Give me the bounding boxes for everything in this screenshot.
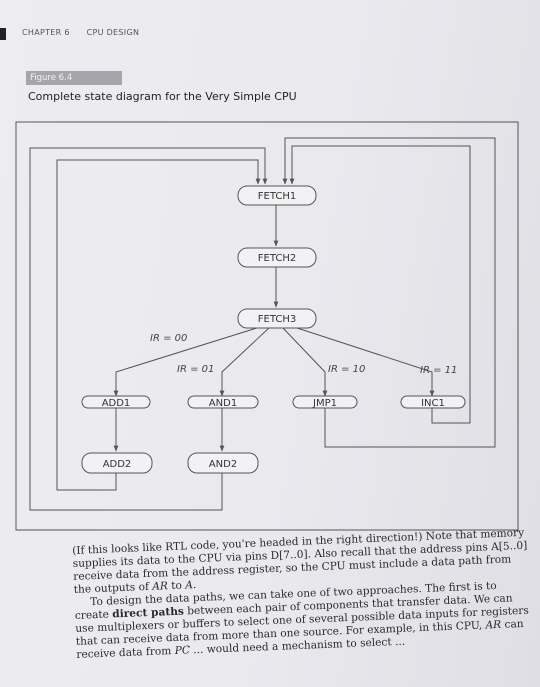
cond-ir00: IR = 00: [150, 333, 187, 344]
label-fetch1: FETCH1: [258, 191, 296, 202]
label-inc1: INC1: [421, 398, 445, 409]
edge-fetch3-and1: [219, 326, 271, 397]
edge-fetch3-add1: [113, 326, 261, 397]
p2-pc: PC: [174, 644, 191, 657]
label-add1: ADD1: [102, 398, 131, 409]
state-fetch1: [237, 185, 317, 206]
edge-fetch3-inc1: [293, 326, 435, 397]
cond-ir11: IR = 11: [420, 365, 457, 376]
label-add2: ADD2: [103, 459, 132, 470]
loop-add2-fetch1: [56, 159, 261, 491]
state-fetch3: [237, 308, 317, 329]
figure-caption: Complete state diagram for the Very Simp…: [28, 90, 297, 103]
label-jmp1: JMP1: [312, 398, 337, 409]
state-and1: [187, 395, 259, 409]
state-and2: [187, 452, 259, 474]
loop-and2-fetch1: [29, 147, 268, 511]
p2-ar: AR: [485, 618, 502, 632]
state-add2: [81, 452, 153, 474]
state-fetch2: [237, 247, 317, 268]
edge-fetch3-jmp1: [281, 326, 328, 397]
figure-label: Figure 6.4: [26, 71, 122, 85]
page-edge-mark: [0, 28, 6, 40]
running-header: CHAPTER 6 CPU DESIGN: [22, 28, 153, 37]
state-add1: [81, 395, 151, 409]
label-fetch3: FETCH3: [258, 314, 296, 325]
cond-ir10: IR = 10: [328, 364, 365, 375]
p1-ar: AR: [152, 580, 169, 593]
body-text: (If this looks like RTL code, you're hea…: [72, 527, 531, 662]
loop-jmp1-fetch1: [282, 137, 496, 448]
label-and2: AND2: [209, 459, 237, 470]
state-inc1: [400, 395, 466, 409]
state-jmp1: [292, 395, 358, 409]
chapter-label: CHAPTER 6: [22, 28, 70, 37]
cond-ir01: IR = 01: [177, 364, 214, 375]
figure-frame: [15, 121, 519, 531]
loop-inc1-fetch1: [289, 145, 471, 424]
label-fetch2: FETCH2: [258, 253, 296, 264]
p1-end: .: [192, 579, 197, 592]
label-and1: AND1: [209, 398, 237, 409]
chapter-title: CPU DESIGN: [86, 28, 140, 37]
p1-text-b: to: [167, 579, 186, 593]
